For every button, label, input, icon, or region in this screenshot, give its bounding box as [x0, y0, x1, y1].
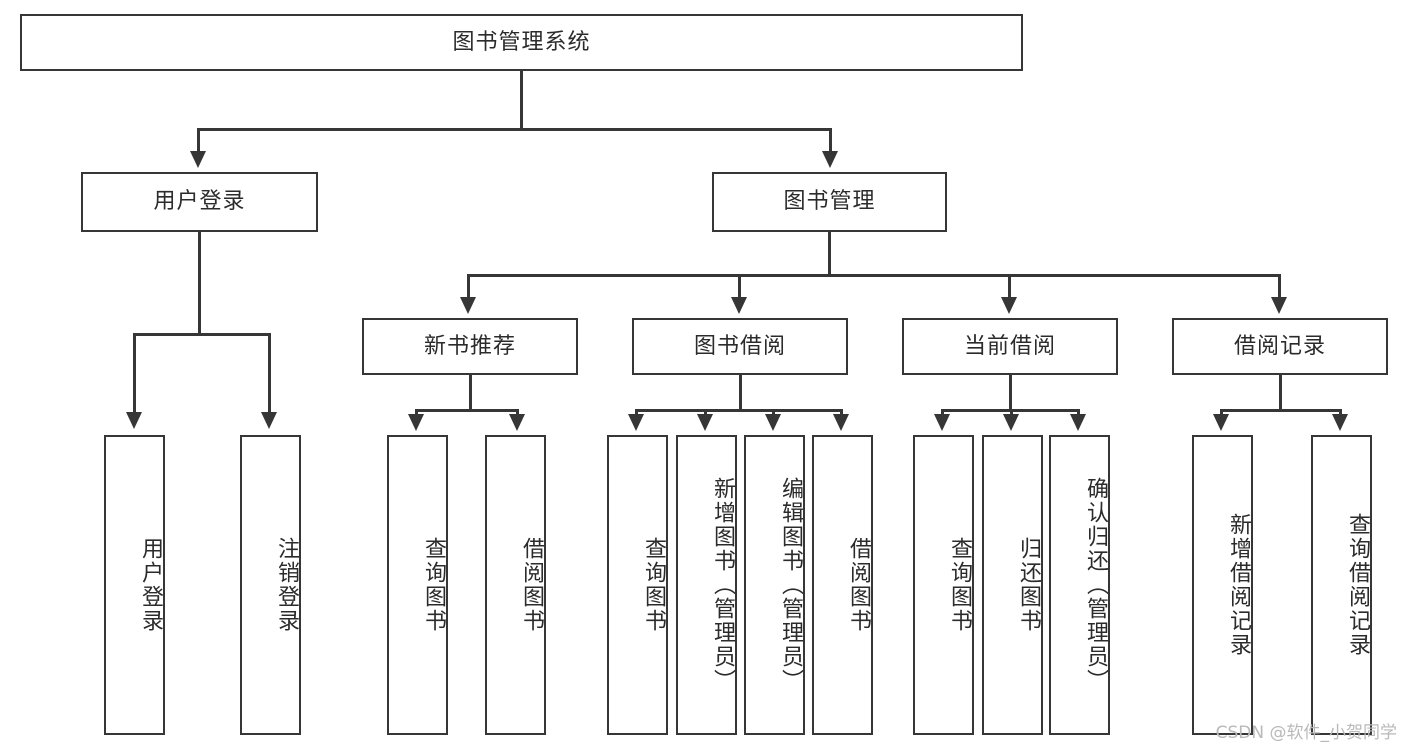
arrow-head-to-book-manage [822, 151, 838, 168]
connector-root-down [520, 71, 523, 130]
connector-current-borrow-down [1009, 375, 1012, 411]
node-label: 新增图书（管理员） [710, 477, 735, 693]
node-label: 用户登录 [138, 537, 163, 633]
node-label: 查询图书 [421, 537, 446, 633]
leaf-current-borrow-query-book[interactable]: 查询图书 [913, 435, 974, 735]
arrow-head-book-borrow-leaf-2 [697, 414, 713, 431]
leaf-borrow-record-add-record[interactable]: 新增借阅记录 [1192, 435, 1253, 735]
connector-user-login-branch-2 [268, 333, 271, 413]
node-new-book-recommend[interactable]: 新书推荐 [362, 318, 578, 375]
connector-book-borrow-branch-3 [772, 409, 775, 415]
connector-user-login-bus [133, 333, 271, 336]
connector-root-to-book [829, 128, 832, 152]
node-borrow-record[interactable]: 借阅记录 [1172, 318, 1388, 375]
leaf-current-borrow-confirm-return-admin[interactable]: 确认归还（管理员） [1049, 435, 1110, 735]
connector-new-book-bus [415, 409, 519, 412]
node-label: 借阅图书 [846, 537, 871, 633]
node-label: 图书管理 [783, 189, 876, 215]
node-label: 新增借阅记录 [1226, 513, 1251, 657]
arrow-head-user-login-leaf-1 [126, 412, 142, 429]
watermark-text: CSDN @软件_小贺同学 [1215, 723, 1397, 743]
connector-current-borrow-branch-1 [941, 409, 944, 415]
node-current-borrow[interactable]: 当前借阅 [902, 318, 1118, 375]
arrow-head-book-borrow [731, 297, 747, 314]
connector-book-borrow-down [739, 375, 742, 411]
arrow-head-current-borrow [1001, 297, 1017, 314]
connector-to-new-book [467, 274, 470, 298]
arrow-head-user-login-leaf-2 [261, 412, 277, 429]
connector-borrow-record-branch-1 [1220, 409, 1223, 415]
node-label: 注销登录 [274, 537, 299, 633]
node-label: 确认归还（管理员） [1083, 477, 1108, 693]
node-root-system[interactable]: 图书管理系统 [20, 14, 1023, 71]
arrow-head-to-user-login [190, 151, 206, 168]
node-label: 查询借阅记录 [1345, 513, 1370, 657]
connector-book-borrow-branch-1 [635, 409, 638, 415]
connector-borrow-record-branch-2 [1339, 409, 1342, 415]
node-label: 归还图书 [1016, 537, 1041, 633]
connector-borrow-record-down [1279, 375, 1282, 411]
leaf-new-book-query-book[interactable]: 查询图书 [387, 435, 448, 735]
leaf-new-book-borrow-book[interactable]: 借阅图书 [485, 435, 546, 735]
leaf-user-login-login[interactable]: 用户登录 [104, 435, 165, 735]
connector-book-borrow-branch-4 [840, 409, 843, 415]
arrow-head-new-book-leaf-2 [509, 414, 525, 431]
leaf-user-login-logout[interactable]: 注销登录 [240, 435, 301, 735]
connector-book-manage-down [828, 232, 831, 277]
connector-to-book-borrow [738, 274, 741, 298]
connector-root-to-user [197, 128, 200, 152]
arrow-head-borrow-record-leaf-1 [1213, 414, 1229, 431]
node-label: 查询图书 [947, 537, 972, 633]
node-book-management[interactable]: 图书管理 [712, 172, 947, 232]
arrow-head-borrow-record [1271, 297, 1287, 314]
connector-level3-bus [467, 274, 1281, 277]
arrow-head-current-borrow-leaf-1 [934, 414, 950, 431]
node-label: 借阅记录 [1233, 333, 1326, 359]
arrow-head-book-borrow-leaf-3 [765, 414, 781, 431]
leaf-book-borrow-edit-book-admin[interactable]: 编辑图书（管理员） [744, 435, 805, 735]
arrow-head-new-book [460, 297, 476, 314]
connector-new-book-branch-2 [516, 409, 519, 415]
connector-user-login-down [198, 232, 201, 335]
node-label: 借阅图书 [519, 537, 544, 633]
arrow-head-current-borrow-leaf-2 [1003, 414, 1019, 431]
node-label: 图书借阅 [693, 333, 786, 359]
arrow-head-borrow-record-leaf-2 [1332, 414, 1348, 431]
leaf-book-borrow-borrow-book[interactable]: 借阅图书 [812, 435, 873, 735]
arrow-head-new-book-leaf-1 [408, 414, 424, 431]
node-book-borrow[interactable]: 图书借阅 [632, 318, 848, 375]
node-label: 当前借阅 [963, 333, 1056, 359]
node-label: 图书管理系统 [452, 29, 591, 55]
connector-to-borrow-record [1278, 274, 1281, 298]
connector-new-book-branch-1 [415, 409, 418, 415]
connector-borrow-record-bus [1220, 409, 1342, 412]
node-label: 编辑图书（管理员） [778, 477, 803, 693]
leaf-book-borrow-query-book[interactable]: 查询图书 [607, 435, 668, 735]
arrow-head-book-borrow-leaf-4 [833, 414, 849, 431]
arrow-head-current-borrow-leaf-3 [1070, 414, 1086, 431]
connector-new-book-down [469, 375, 472, 411]
leaf-book-borrow-add-book-admin[interactable]: 新增图书（管理员） [676, 435, 737, 735]
connector-user-login-branch-1 [133, 333, 136, 413]
leaf-current-borrow-return-book[interactable]: 归还图书 [982, 435, 1043, 735]
node-user-login[interactable]: 用户登录 [81, 172, 318, 232]
connector-book-borrow-bus [635, 409, 843, 412]
leaf-borrow-record-query-record[interactable]: 查询借阅记录 [1311, 435, 1372, 735]
connector-current-borrow-branch-2 [1010, 409, 1013, 415]
node-label: 用户登录 [153, 189, 246, 215]
connector-root-bus [197, 128, 832, 131]
connector-book-borrow-branch-2 [704, 409, 707, 415]
arrow-head-book-borrow-leaf-1 [628, 414, 644, 431]
connector-current-borrow-branch-3 [1077, 409, 1080, 415]
node-label: 查询图书 [641, 537, 666, 633]
node-label: 新书推荐 [423, 333, 516, 359]
connector-to-current-borrow [1008, 274, 1011, 298]
